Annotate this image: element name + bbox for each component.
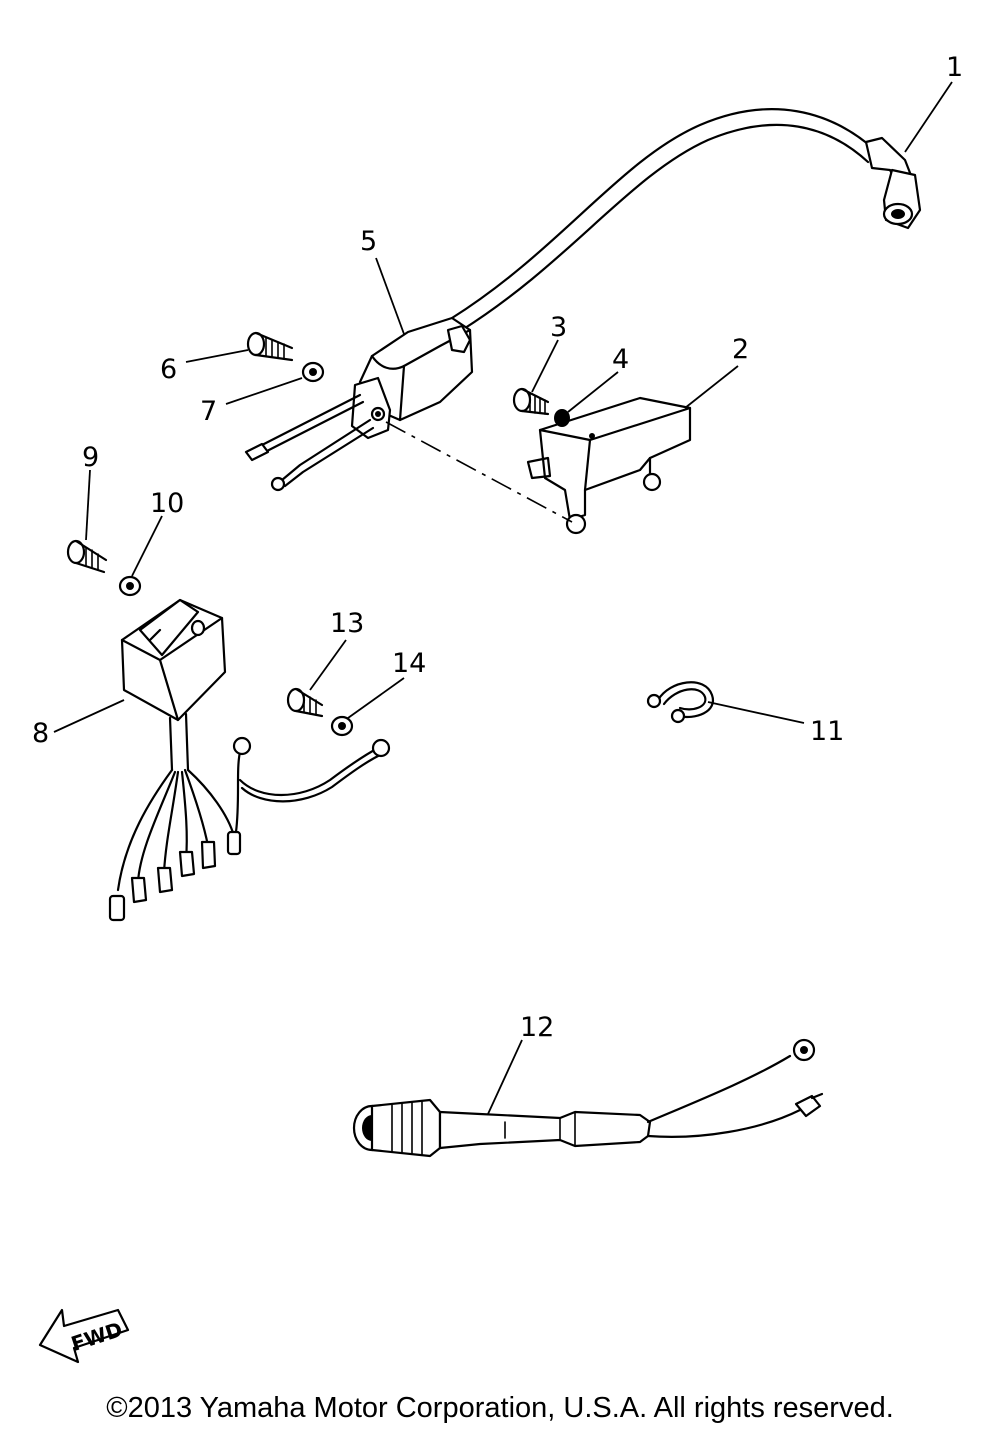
callout-8: 8 [32,718,49,749]
callout-1: 1 [946,52,963,83]
callout-12: 12 [520,1012,554,1043]
coil-bolt[interactable] [246,331,294,362]
callout-5: 5 [360,226,377,257]
callout-10: 10 [150,488,184,519]
spark-plug-cap[interactable] [864,136,922,230]
ignition-coil-assembly[interactable] [244,108,922,492]
coil-bracket[interactable] [526,396,692,535]
leader-lines [53,81,953,1115]
cdi-washer[interactable] [118,575,142,597]
cdi-unit[interactable] [108,598,391,922]
stop-switch-lead[interactable] [352,1038,824,1158]
cdi-bolt[interactable] [66,539,108,574]
bracket-bolt[interactable] [512,387,550,416]
callout-numbers: 1 2 3 4 5 6 7 8 9 10 11 12 13 14 [32,52,963,1043]
callout-4: 4 [612,344,629,375]
callout-14: 14 [392,648,426,679]
copyright-notice: ©2013 Yamaha Motor Corporation, U.S.A. A… [106,1392,894,1424]
bracket-washer[interactable] [554,409,570,427]
fwd-direction-arrow: FWD [38,1308,130,1364]
wire-clamp[interactable] [646,681,715,724]
callout-3: 3 [550,312,567,343]
callout-13: 13 [330,608,364,639]
callout-9: 9 [82,442,99,473]
coil-washer[interactable] [301,361,325,383]
ground-washer[interactable] [330,715,354,737]
exploded-parts-diagram: FWD 1 2 3 4 5 6 7 8 9 10 11 12 13 14 [32,52,963,1364]
callout-2: 2 [732,334,749,365]
coil-body[interactable] [350,316,474,440]
ground-bolt[interactable] [286,687,324,718]
callout-7: 7 [200,396,217,427]
alignment-line [385,421,573,523]
callout-6: 6 [160,354,177,385]
callout-11: 11 [810,716,844,747]
